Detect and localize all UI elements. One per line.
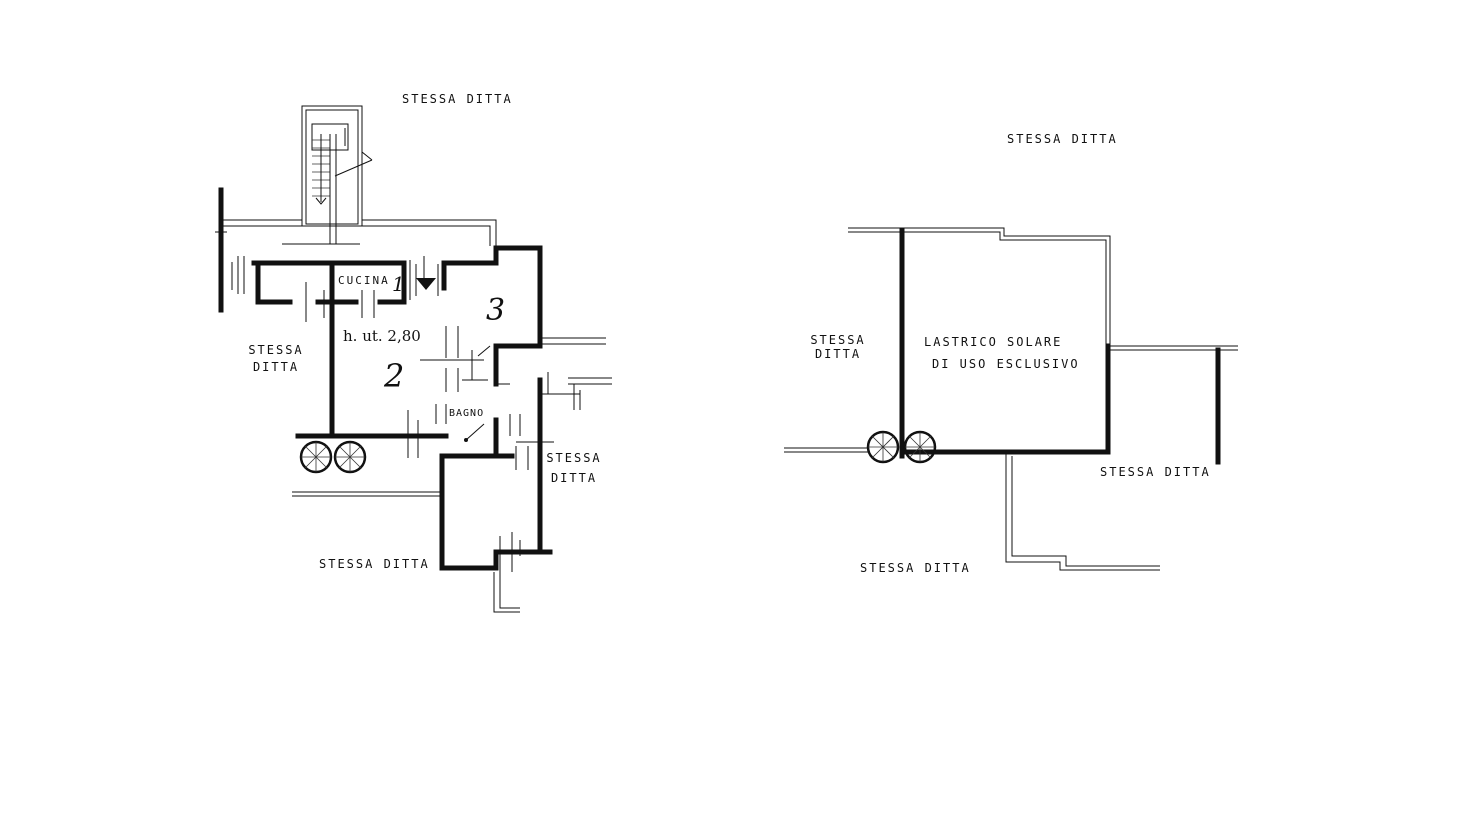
window-rosette-4 — [903, 430, 937, 464]
label-left-neighbor-line1: STESSA — [248, 343, 304, 357]
label-bathroom: BAGNO — [449, 408, 485, 419]
window-rosette-2 — [333, 440, 367, 474]
label-room-1: 1 — [392, 272, 405, 296]
label-left-neighbor-line2: DITTA — [252, 360, 300, 374]
label-room-3: 3 — [486, 293, 506, 328]
label-top-neighbor-left: STESSA DITTA — [402, 92, 513, 106]
label-kitchen: CUCINA — [338, 274, 390, 287]
structural-walls — [251, 245, 553, 571]
label-roof-line2: DI USO ESCLUSIVO — [932, 357, 1080, 371]
left-floor-plan — [215, 105, 612, 613]
label-right-neighbor-line1: STESSA — [546, 451, 602, 465]
label-bottom-neighbor-left: STESSA DITTA — [319, 557, 430, 571]
label-right-neighbor-right: STESSA DITTA — [1100, 465, 1211, 479]
label-left-neighbor-right-line1: STESSA — [810, 333, 866, 347]
right-roof-plan — [784, 227, 1238, 571]
label-height-note: h. ut. 2,80 — [343, 327, 421, 345]
label-bottom-neighbor-right: STESSA DITTA — [860, 561, 971, 575]
window-rosette-3 — [866, 430, 900, 464]
label-left-neighbor-right-line2: DITTA — [814, 347, 862, 361]
label-roof-line1: LASTRICO SOLARE — [924, 335, 1063, 349]
label-top-neighbor-right: STESSA DITTA — [1007, 132, 1118, 146]
staircase — [282, 105, 373, 245]
label-room-2: 2 — [384, 357, 405, 395]
label-right-neighbor-line2: DITTA — [550, 471, 598, 485]
window-rosette-1 — [299, 440, 333, 474]
